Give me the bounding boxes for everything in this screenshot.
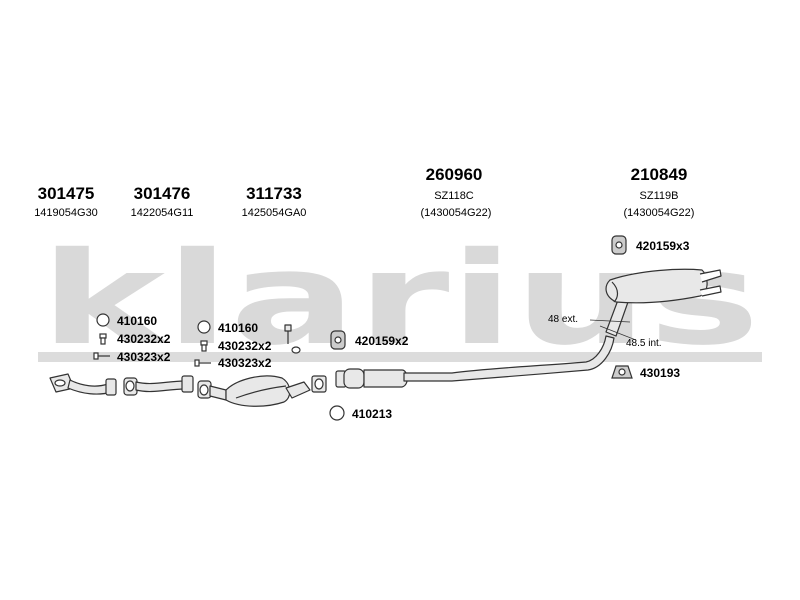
intermediate-pipe-part	[123, 375, 194, 396]
fitting-label: 410160	[117, 314, 157, 328]
part-number: 311733	[246, 184, 302, 203]
exhaust-system	[49, 268, 722, 407]
fitting-1: 410160	[96, 313, 157, 328]
spring-bolt-icon	[93, 352, 110, 360]
part-number: 301475	[38, 184, 95, 203]
part-oem: 1425054GA0	[242, 207, 307, 219]
part-oem: (1430054G22)	[421, 207, 492, 219]
fitting-2: 430232x2	[99, 332, 171, 346]
fitting-label: 430323x2	[218, 356, 272, 370]
part-number: 260960	[426, 165, 483, 184]
fitting-6: 430323x2	[194, 356, 272, 370]
spring-bolt-icon	[194, 359, 211, 367]
fitting-label: 420159x2	[355, 334, 409, 348]
fitting-label: 430232x2	[117, 332, 171, 346]
part-header-1: 301475 1419054G30	[34, 184, 98, 219]
gasket-ring-icon	[96, 313, 110, 327]
rubber-hanger-icon	[330, 330, 346, 350]
front-pipe-part	[49, 373, 117, 396]
gasket-ring-icon	[329, 405, 345, 421]
fittings: 410160 430232x2 430323x2 410160	[93, 235, 690, 421]
part-model: SZ118C	[434, 190, 474, 202]
part-header-5: 210849 SZ119B (1430054G22)	[624, 165, 695, 219]
fitting-9: 420159x3	[611, 235, 690, 255]
part-oem: 1419054G30	[34, 207, 98, 219]
bolt-icon	[99, 333, 107, 345]
fitting-label: 430193	[640, 366, 680, 380]
bolt-icon	[200, 340, 208, 352]
fitting-label: 420159x3	[636, 239, 690, 253]
gasket-ring-icon	[197, 320, 211, 334]
fitting-8: 410213	[329, 405, 392, 421]
part-oem: (1430054G22)	[624, 207, 695, 219]
dim-int-label: 48.5 int.	[626, 338, 662, 349]
fitting-label: 430323x2	[117, 350, 171, 364]
part-header-3: 311733 1425054GA0	[242, 184, 307, 219]
clamp-icon	[611, 365, 633, 379]
fitting-label: 410160	[218, 321, 258, 335]
dimension-callouts	[589, 319, 637, 341]
centre-silencer-part	[335, 335, 615, 389]
catalytic-converter-part	[197, 375, 327, 407]
part-header-2: 301476 1422054G11	[131, 184, 194, 219]
part-model: SZ119B	[640, 190, 679, 202]
part-number: 301476	[134, 184, 191, 203]
fitting-3: 430323x2	[93, 350, 171, 364]
part-number: 210849	[631, 165, 688, 184]
fitting-4: 410160	[197, 320, 258, 335]
fitting-7: 420159x2	[330, 330, 409, 350]
fitting-label: 410213	[352, 407, 392, 421]
rear-silencer-part	[605, 268, 722, 337]
part-oem: 1422054G11	[131, 207, 194, 219]
watermark: klarius	[38, 225, 762, 374]
dim-ext-label: 48 ext.	[548, 314, 578, 325]
rubber-hanger-icon	[611, 235, 627, 255]
flange-bolt-detail	[284, 324, 301, 354]
part-header-4: 260960 SZ118C (1430054G22)	[421, 165, 492, 219]
fitting-5: 430232x2	[200, 339, 272, 353]
fitting-label: 430232x2	[218, 339, 272, 353]
fitting-10: 430193	[611, 365, 680, 380]
watermark-bar	[38, 352, 762, 362]
